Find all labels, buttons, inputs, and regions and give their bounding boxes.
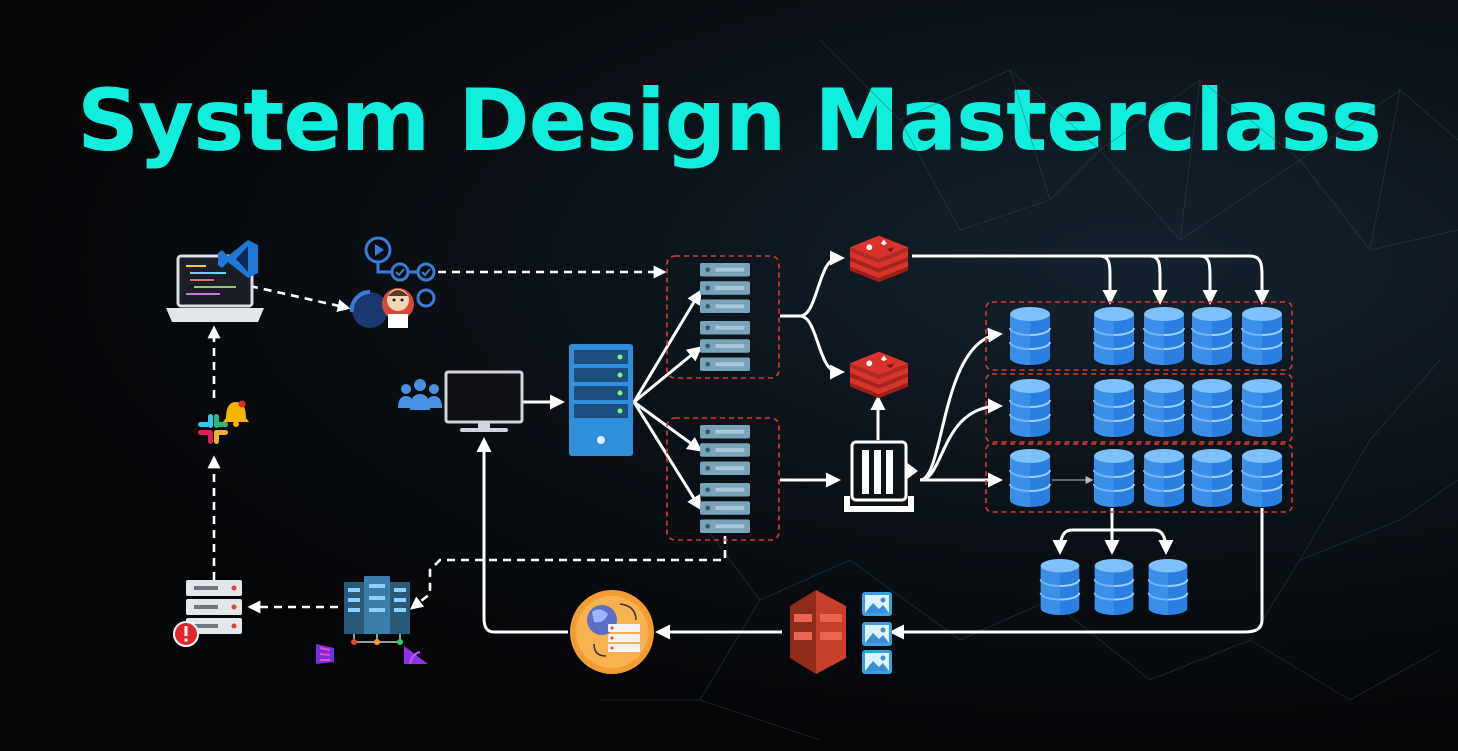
message-queue-icon xyxy=(844,440,918,512)
load-balancer-server-icon xyxy=(569,344,633,456)
redis-icon xyxy=(849,235,909,398)
db-shard-1 xyxy=(985,301,1293,371)
bell-icon xyxy=(223,400,249,427)
cdn-icon xyxy=(570,590,654,674)
app-server-group-top xyxy=(666,255,780,379)
monitoring-server-icon xyxy=(186,580,242,634)
dashed-connectors xyxy=(207,265,727,614)
kibana-icon xyxy=(404,646,428,665)
users-icon xyxy=(398,379,442,410)
server-cluster-icon xyxy=(344,576,410,645)
jenkins-icon xyxy=(349,288,414,328)
vscode-icon xyxy=(218,240,258,278)
image-file-icon xyxy=(862,592,892,674)
db-shard-2 xyxy=(985,373,1293,443)
s3-bucket-icon xyxy=(790,590,846,674)
group-boxes xyxy=(666,255,1293,541)
db-shard-3 xyxy=(985,443,1293,513)
page-title: System Design Masterclass xyxy=(77,71,1382,171)
slack-icon xyxy=(198,414,228,444)
monitor-icon xyxy=(444,370,524,432)
app-server-icon xyxy=(700,263,750,533)
solid-connectors xyxy=(476,250,1270,640)
app-server-group-bottom xyxy=(666,417,780,541)
github-actions-icon xyxy=(364,236,436,308)
database-icon xyxy=(1009,306,1283,616)
kafka-icon xyxy=(316,644,334,664)
laptop-icon xyxy=(166,254,264,322)
error-alert-icon xyxy=(173,621,199,647)
